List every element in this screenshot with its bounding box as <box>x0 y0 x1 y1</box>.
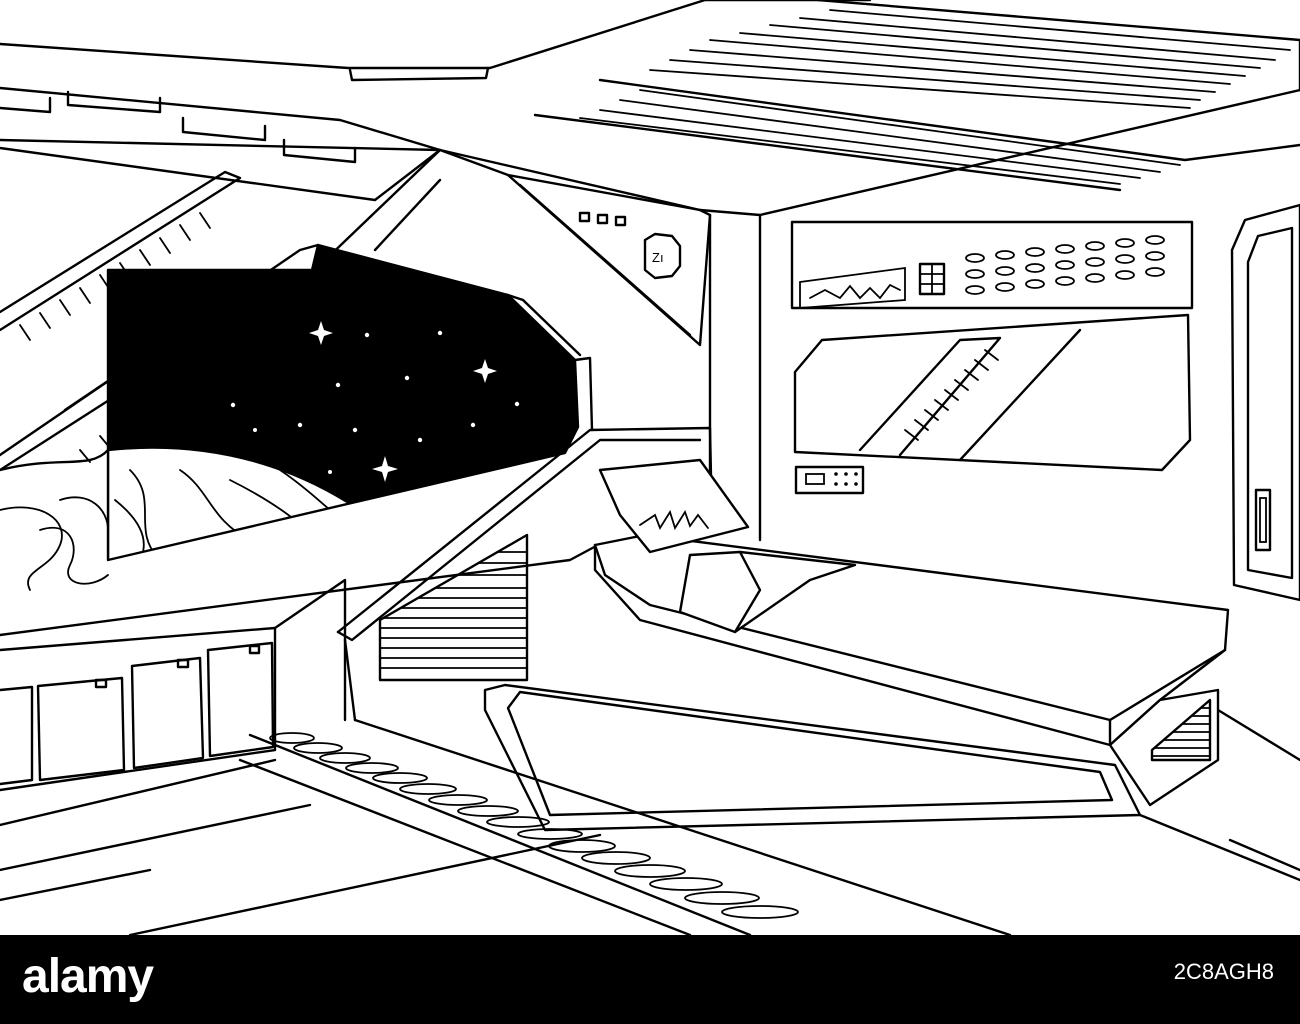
floor <box>0 683 1300 935</box>
ceiling-lights <box>0 90 357 164</box>
stars <box>230 321 520 504</box>
left-storage-cabinets <box>0 543 600 827</box>
wall-corner-panel: Zı <box>506 173 712 347</box>
brand-logo: alamy <box>22 950 154 1003</box>
right-wall-window <box>793 313 1192 472</box>
porthole-window <box>106 243 594 562</box>
right-wall <box>698 203 1300 762</box>
cabin-door <box>1230 203 1300 602</box>
indicator-lights <box>965 235 1165 295</box>
watermark-bar: alamy 2C8AGH8 <box>0 935 1300 1024</box>
panel-sign: Zı <box>652 250 664 265</box>
floor-grate <box>269 732 799 919</box>
image-id: 2C8AGH8 <box>1173 959 1274 984</box>
status-monitor-panel <box>790 220 1194 310</box>
ceiling <box>0 0 1300 217</box>
spaceship-cabin-illustration: Zı <box>0 0 1300 935</box>
planet-surface-left <box>0 448 110 591</box>
cabinet-doors <box>0 641 275 786</box>
bunk-bed <box>593 458 1230 807</box>
keypad-panel <box>794 465 865 495</box>
ceiling-vent-slats <box>579 9 1291 185</box>
